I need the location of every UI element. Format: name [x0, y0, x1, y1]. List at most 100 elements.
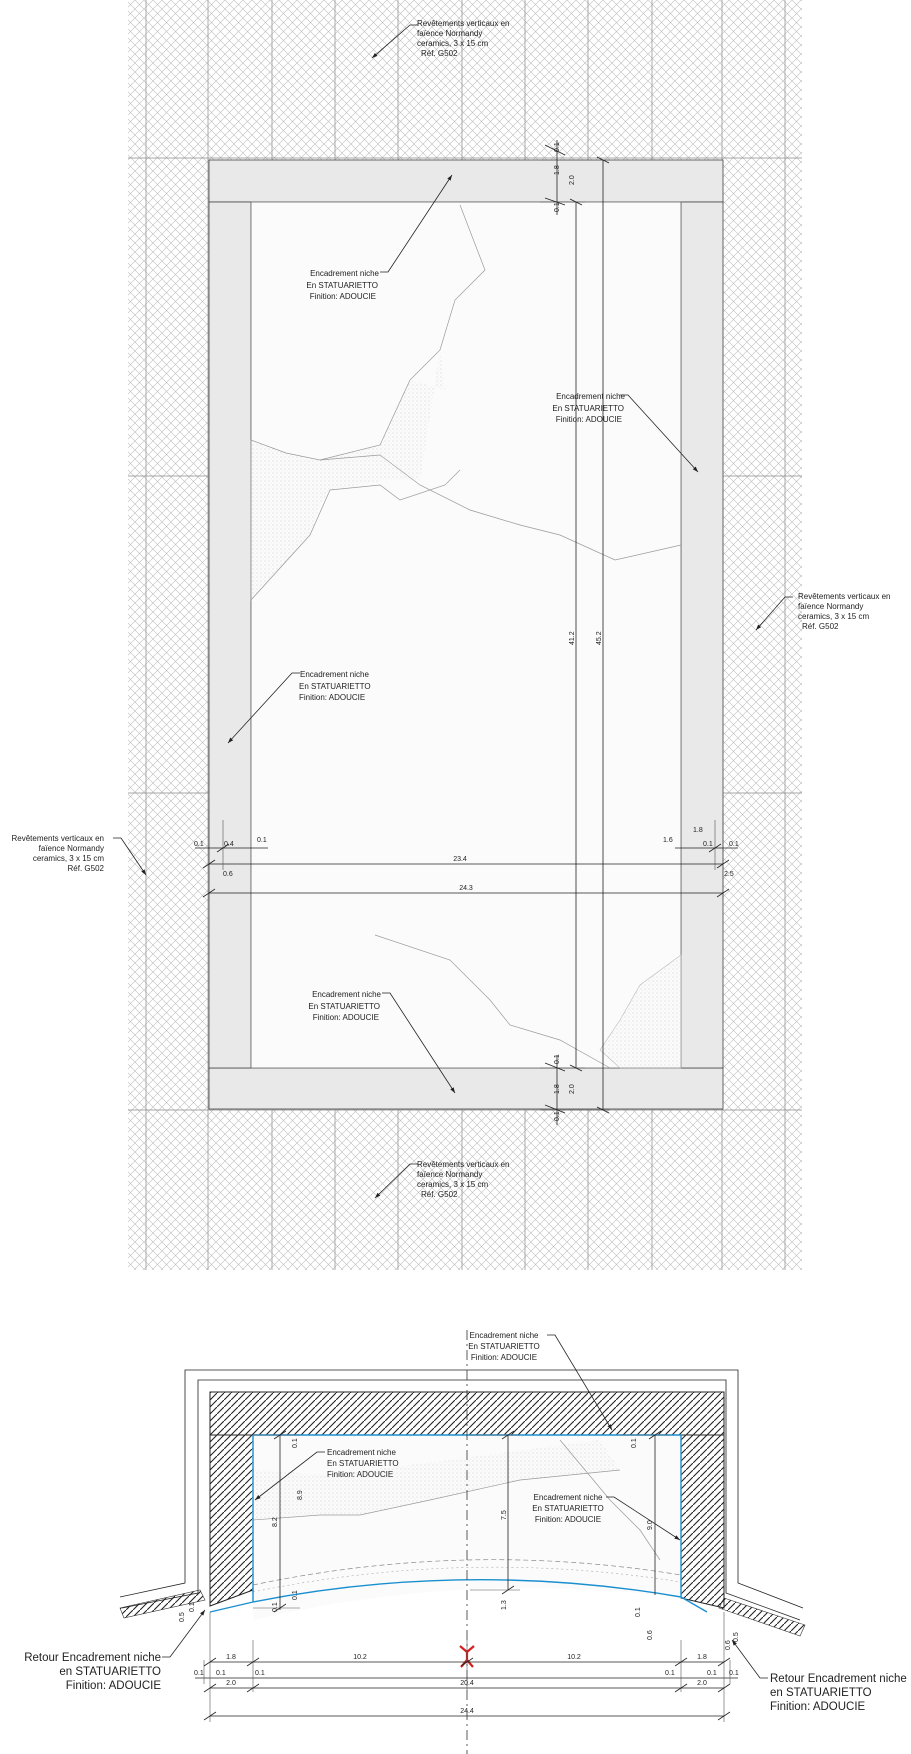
dim-sec-0-1-bl: 0.1 — [272, 1602, 279, 1612]
section-frame-label-top-line-3: Finition: ADOUCIE — [471, 1353, 537, 1362]
return-label-left: Retour Encadrement niche en STATUARIETTO… — [24, 1652, 161, 1692]
tile-outline-outer — [119, 1369, 804, 1609]
tile-label-top-line-4: Réf. G502 — [421, 49, 458, 58]
tile-label-right-line-2: faïence Normandy — [798, 602, 863, 611]
dim-b-0-1-c: 0.1 — [255, 1670, 265, 1677]
return-label-right-line-1: Retour Encadrement niche — [770, 1673, 907, 1685]
dim-sec-8-9: 8.9 — [297, 1490, 304, 1500]
wall-left — [209, 1434, 254, 1607]
dim-23-4: 23.4 — [453, 856, 467, 863]
frame-label-left-line-3: Finition: ADOUCIE — [299, 693, 365, 702]
dim-41-2: 41.2 — [569, 631, 576, 645]
dim-b-10-2-r: 10.2 — [567, 1654, 581, 1661]
section-frame-label-right: Encadrement niche En STATUARIETTO Finiti… — [532, 1493, 604, 1524]
frame-label-top-line-1: Encadrement niche — [310, 269, 379, 278]
dim-sec-0-5-r: 0.5 — [733, 1632, 740, 1642]
dim-sec-0-5-l: 0.5 — [179, 1612, 186, 1622]
frame-left — [208, 201, 252, 1069]
tile-label-left-line-3: ceramics, 3 x 15 cm — [33, 854, 104, 863]
dim-sec-0-1-bl2: 0.1 — [292, 1590, 299, 1600]
wall-right — [680, 1434, 725, 1609]
dim-sec-9-0: 9.0 — [647, 1520, 654, 1530]
dim-right-1-8: 1.8 — [693, 827, 703, 834]
tile-label-bottom-line-2: faïence Normandy — [417, 1170, 482, 1179]
frame-right — [680, 201, 724, 1069]
dim-top-1-8: 1.8 — [554, 165, 561, 175]
dim-b-0-1-e: 0.1 — [707, 1670, 717, 1677]
section-frame-label-top-line-2: En STATUARIETTO — [468, 1342, 540, 1351]
section-horizontal-dimension-texts: 1.8 10.2 10.2 1.8 0.1 0.1 0.1 0.1 0.1 0.… — [194, 1654, 739, 1715]
frame-label-left-line-1: Encadrement niche — [300, 670, 369, 679]
leaders — [113, 24, 793, 1199]
horizontal-dimensions — [195, 810, 738, 900]
return-label-right-line-2: en STATUARIETTO — [770, 1687, 872, 1699]
tile-label-right: Revêtements verticaux en faïence Normand… — [798, 592, 891, 631]
dim-b-10-2-l: 10.2 — [353, 1654, 367, 1661]
dim-left-0-4: 0.4 — [224, 841, 234, 848]
section-frame-label-top-line-1: Encadrement niche — [470, 1331, 539, 1340]
return-label-left-line-2: en STATUARIETTO — [59, 1666, 161, 1678]
tile-label-left-line-1: Revêtements verticaux en — [12, 834, 105, 843]
dim-right-1-6: 1.6 — [663, 837, 673, 844]
dim-top-2-0: 2.0 — [569, 175, 576, 185]
dim-b-2-0-l: 2.0 — [226, 1680, 236, 1687]
tile-curve-left — [119, 1589, 206, 1619]
return-label-left-line-3: Finition: ADOUCIE — [66, 1680, 162, 1692]
return-label-left-line-1: Retour Encadrement niche — [24, 1652, 161, 1664]
section-frame-label-left: Encadrement niche En STATUARIETTO Finiti… — [327, 1448, 399, 1479]
dim-b-0-1-d: 0.1 — [665, 1670, 675, 1677]
dim-24-3: 24.3 — [459, 885, 473, 892]
frame-label-top-line-3: Finition: ADOUCIE — [310, 292, 376, 301]
dim-sec-7-5: 7.5 — [501, 1510, 508, 1520]
tile-label-top-line-1: Revêtements verticaux en — [417, 19, 510, 28]
dim-b-1-8-l: 1.8 — [226, 1654, 236, 1661]
dim-top-0-1-a: 0.1 — [554, 142, 561, 152]
section-frame-label-left-line-1: Encadrement niche — [327, 1448, 396, 1457]
frame-label-left-line-2: En STATUARIETTO — [299, 682, 371, 691]
frame-label-bottom-line-1: Encadrement niche — [312, 990, 381, 999]
frame-label-top: Encadrement niche En STATUARIETTO Finiti… — [306, 269, 379, 301]
tile-label-right-line-3: ceramics, 3 x 15 cm — [798, 612, 869, 621]
dim-left-0-6: 0.6 — [223, 871, 233, 878]
frame-top — [208, 159, 724, 203]
frame-bottom — [208, 1067, 724, 1110]
frame-label-bottom: Encadrement niche En STATUARIETTO Finiti… — [308, 990, 381, 1022]
dim-b-20-4: 20.4 — [460, 1680, 474, 1687]
dim-bot-2-0: 2.0 — [569, 1084, 576, 1094]
tile-label-right-line-1: Revêtements verticaux en — [798, 592, 891, 601]
dim-right-0-1-b: 0.1 — [729, 841, 739, 848]
dashed-arc-1 — [252, 1559, 682, 1586]
dim-b-0-1-f: 0.1 — [729, 1670, 739, 1677]
return-label-right: Retour Encadrement niche en STATUARIETTO… — [770, 1673, 907, 1713]
dim-bot-0-1-a: 0.1 — [554, 1054, 561, 1064]
dim-sec-0-1-tr: 0.1 — [631, 1438, 638, 1448]
dim-bot-1-8: 1.8 — [554, 1084, 561, 1094]
dim-b-2-0-r: 2.0 — [697, 1680, 707, 1687]
section-frame-label-right-line-3: Finition: ADOUCIE — [535, 1515, 601, 1524]
section-vertical-dimension-texts: 0.1 0.1 8.9 8.2 7.5 9.0 0.1 0.1 1.3 0.1 … — [179, 1438, 740, 1650]
dim-b-1-8-r: 1.8 — [697, 1654, 707, 1661]
frame-label-bottom-line-2: En STATUARIETTO — [308, 1002, 380, 1011]
dim-b-0-1-a: 0.1 — [194, 1670, 204, 1677]
section-frame-label-left-line-3: Finition: ADOUCIE — [327, 1470, 393, 1479]
dim-b-24-4: 24.4 — [460, 1708, 474, 1715]
frame-label-left: Encadrement niche En STATUARIETTO Finiti… — [299, 670, 371, 702]
dim-sec-0-1-tl: 0.1 — [292, 1438, 299, 1448]
return-label-right-line-3: Finition: ADOUCIE — [770, 1701, 866, 1713]
frame-label-right-line-3: Finition: ADOUCIE — [556, 415, 622, 424]
horizontal-dimension-texts: 0.1 0.4 0.1 0.6 1.6 1.8 0.1 0.1 2.5 23.4… — [194, 827, 739, 892]
dim-sec-0-1-l: 0.1 — [189, 1602, 196, 1612]
frame-label-top-line-2: En STATUARIETTO — [306, 281, 378, 290]
dim-bot-0-1-b: 0.1 — [554, 1111, 561, 1121]
dim-left-0-1-b: 0.1 — [257, 837, 267, 844]
dim-sec-8-2: 8.2 — [272, 1517, 279, 1527]
section-vertical-dimensions — [253, 1430, 670, 1613]
section-frame-label-left-line-2: En STATUARIETTO — [327, 1459, 399, 1468]
tile-label-bottom: Revêtements verticaux en faïence Normand… — [417, 1160, 510, 1199]
tile-label-top: Revêtements verticaux en faïence Normand… — [417, 19, 510, 58]
vertical-dimensions — [540, 140, 610, 1125]
dim-left-0-1-a: 0.1 — [194, 841, 204, 848]
section-frame-label-top: Encadrement niche En STATUARIETTO Finiti… — [468, 1331, 540, 1362]
elevation-view: 0.1 1.8 0.1 2.0 41.2 45.2 0.1 1.8 0.1 2.… — [12, 0, 891, 1270]
